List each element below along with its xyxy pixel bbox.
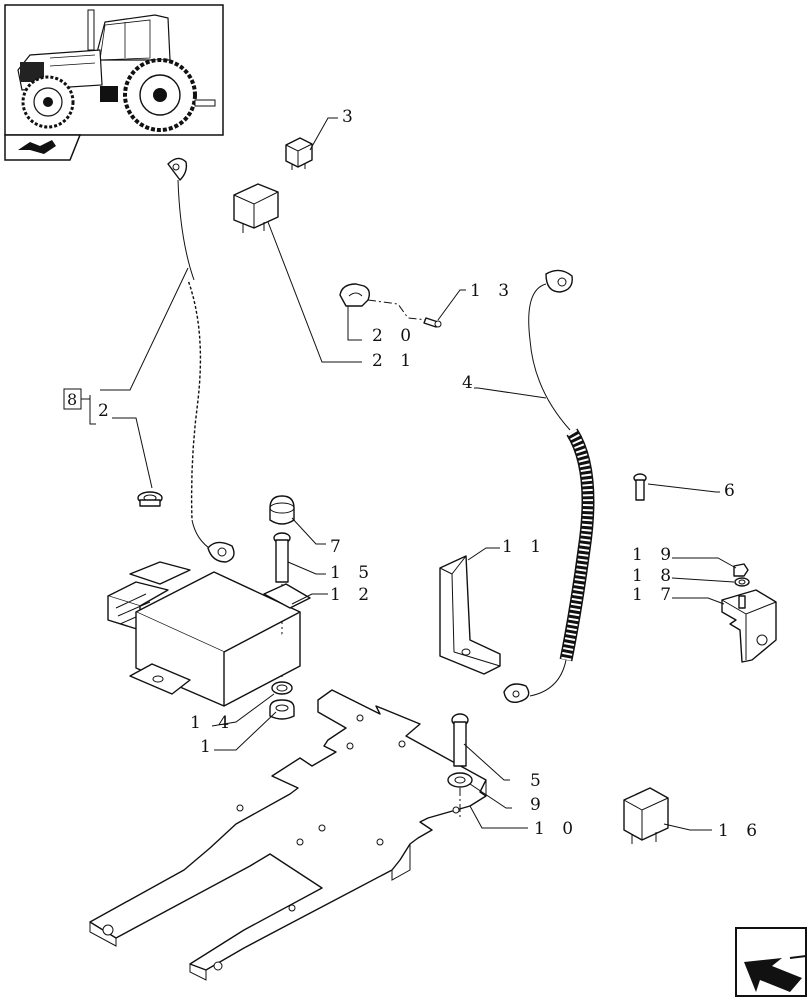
cable-right-part [503, 269, 595, 703]
callout-2: 2 [98, 401, 115, 421]
next-page-arrow-icon[interactable] [735, 927, 807, 997]
callout-4: 4 [462, 373, 479, 393]
section-book-icon[interactable] [4, 134, 82, 161]
callout-10: 1 0 [534, 819, 579, 839]
callout-13: 1 3 [470, 281, 515, 301]
bolt-5-part [451, 713, 469, 767]
callout-5: 5 [530, 771, 547, 791]
relay-part [233, 183, 279, 233]
cap-part [269, 495, 295, 525]
callout-14: 1 4 [190, 713, 235, 733]
clamp-part [339, 283, 371, 307]
callout-21: 2 1 [372, 351, 417, 371]
callout-9: 9 [530, 795, 547, 815]
callout-18: 1 8 [632, 566, 677, 586]
washer-14-part [271, 681, 293, 695]
callout-6: 6 [724, 481, 741, 501]
nut-1-part [269, 699, 295, 720]
callout-19: 1 9 [632, 545, 677, 565]
mounting-bracket-part [721, 589, 777, 663]
callout-1: 1 [200, 737, 217, 757]
nut-part [733, 563, 749, 577]
hose-clip-part [137, 491, 163, 507]
callout-3: 3 [342, 107, 359, 127]
washer-9-part [447, 772, 473, 788]
screw-part [423, 317, 442, 328]
tractor-thumbnail-icon[interactable] [4, 4, 224, 136]
callout-16: 1 6 [718, 821, 763, 841]
bolt-part [633, 473, 647, 501]
callout-15: 1 5 [330, 563, 375, 583]
callout-17: 1 7 [632, 585, 677, 605]
bracket-part [439, 555, 501, 675]
relay-16-part [623, 787, 669, 844]
callout-12: 1 2 [330, 585, 375, 605]
callout-7: 7 [330, 537, 347, 557]
callout-20: 2 0 [372, 326, 417, 346]
mounting-plate-part [89, 689, 487, 981]
control-unit-part [107, 561, 311, 707]
bolt-15-part [273, 532, 291, 583]
washer-part [734, 577, 750, 587]
cable-left-part [167, 157, 235, 563]
relay-small-part [285, 137, 313, 170]
callout-8: 8 [67, 390, 77, 409]
callout-11: 1 1 [502, 537, 547, 557]
